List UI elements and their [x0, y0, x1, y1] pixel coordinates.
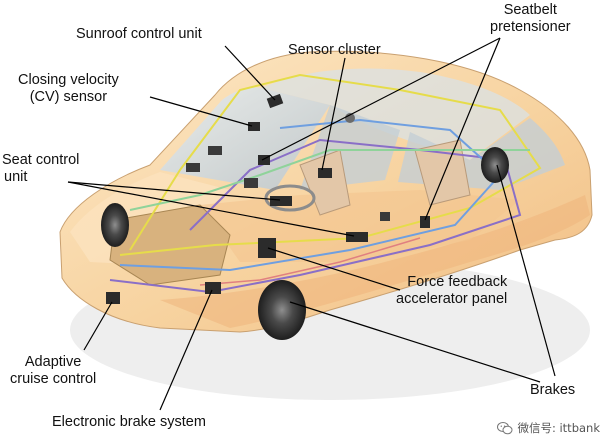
label-seatbelt-pretensioner: Seatbelt pretensioner: [490, 2, 571, 35]
seat-unit-front: [270, 196, 292, 206]
sensor-cluster-2: [318, 168, 332, 178]
label-closing-velocity-sensor: Closing velocity (CV) sensor: [18, 72, 119, 105]
label-adaptive-cruise-control: Adaptive cruise control: [10, 354, 97, 387]
label-force-feedback-accelerator-panel: Force feedback accelerator panel: [396, 274, 508, 307]
module-d: [380, 212, 390, 221]
wire-purple: [109, 138, 522, 294]
seatbelt-pretensioner: [420, 216, 430, 228]
watermark: 微信号: ittbank: [497, 420, 600, 436]
accelerator-panel: [258, 238, 276, 258]
rear-seat: [414, 139, 471, 206]
label-seat-control-unit: Seat control unit: [2, 152, 80, 185]
module-c: [244, 178, 258, 188]
acc-unit: [106, 292, 120, 304]
leader-lines: [67, 37, 556, 411]
wechat-icon: [497, 421, 513, 434]
cv-sensor: [248, 122, 260, 131]
label-brakes: Brakes: [530, 382, 576, 398]
label-electronic-brake-system: Electronic brake system: [52, 414, 206, 430]
sensor-cluster: [258, 155, 270, 165]
label-sensor-cluster: Sensor cluster: [288, 42, 381, 58]
sunroof-unit: [266, 93, 284, 109]
electronic-brake: [205, 282, 221, 294]
wire-red: [199, 237, 421, 286]
roof-glass: [262, 68, 530, 160]
wire-green: [129, 149, 530, 211]
module-b: [208, 146, 222, 155]
rear-right-wheel: [481, 147, 509, 183]
label-sunroof-control-unit: Sunroof control unit: [76, 26, 202, 42]
steering-wheel: [264, 184, 316, 212]
seat-unit-rear: [346, 232, 368, 242]
front-left-wheel: [258, 280, 306, 340]
module-a: [186, 163, 200, 172]
wire-blue: [119, 118, 502, 272]
front-right-wheel: [101, 203, 129, 247]
